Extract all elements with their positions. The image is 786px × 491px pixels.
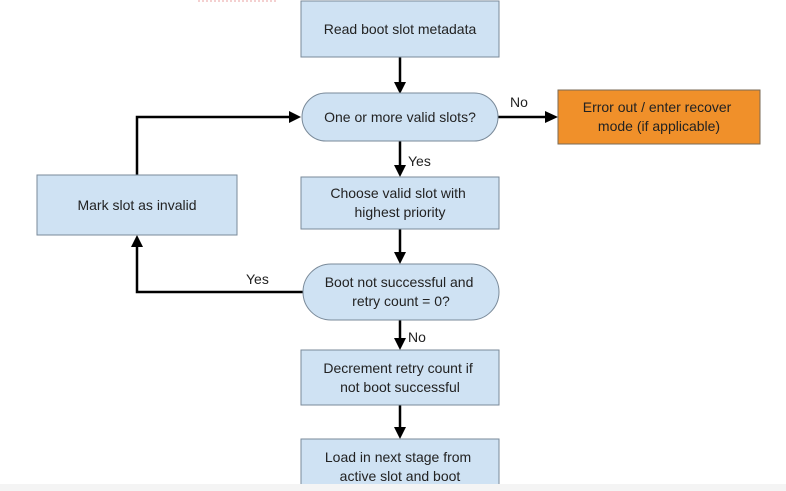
node-choose-slot-text: Choose valid slot with highest priority bbox=[330, 185, 469, 220]
node-load-next: Load in next stage from active slot and … bbox=[300, 438, 500, 491]
edge-label-valid-yes: Yes bbox=[408, 153, 431, 169]
arrowhead-read-to-valid bbox=[394, 82, 406, 94]
edge-boot-to-mark bbox=[135, 247, 303, 294]
node-error-out-text: Error out / enter recover mode (if appli… bbox=[583, 99, 736, 134]
node-read-metadata-text: Read boot slot metadata bbox=[324, 21, 477, 37]
node-valid-slots: One or more valid slots? bbox=[301, 92, 499, 142]
node-mark-invalid: Mark slot as invalid bbox=[36, 174, 238, 236]
node-load-next-text: Load in next stage from active slot and … bbox=[325, 449, 475, 484]
bottom-strip bbox=[0, 484, 786, 491]
arrowhead-boot-to-decrement bbox=[394, 338, 406, 350]
edge-label-boot-yes: Yes bbox=[246, 271, 269, 287]
node-mark-invalid-text: Mark slot as invalid bbox=[77, 197, 196, 213]
node-valid-slots-text: One or more valid slots? bbox=[324, 109, 476, 125]
arrowhead-choose-to-boot bbox=[394, 252, 406, 264]
node-boot-check-text: Boot not successful and retry count = 0? bbox=[325, 274, 478, 309]
edge-label-valid-no: No bbox=[510, 94, 528, 110]
node-boot-check: Boot not successful and retry count = 0? bbox=[302, 263, 500, 321]
node-decrement: Decrement retry count if not boot succes… bbox=[300, 349, 500, 406]
node-decrement-text: Decrement retry count if not boot succes… bbox=[323, 360, 476, 395]
arrowhead-boot-to-mark bbox=[131, 235, 143, 247]
edge-label-boot-no: No bbox=[408, 329, 426, 345]
node-read-metadata: Read boot slot metadata bbox=[300, 0, 500, 58]
arrowhead-valid-to-choose bbox=[394, 165, 406, 177]
arrowhead-mark-to-valid bbox=[289, 111, 301, 123]
arrowhead-decrement-to-load bbox=[394, 427, 406, 439]
node-choose-slot: Choose valid slot with highest priority bbox=[300, 176, 500, 230]
edge-mark-to-valid bbox=[135, 115, 290, 175]
node-error-out: Error out / enter recover mode (if appli… bbox=[557, 89, 761, 145]
arrowhead-valid-to-error bbox=[545, 111, 558, 123]
